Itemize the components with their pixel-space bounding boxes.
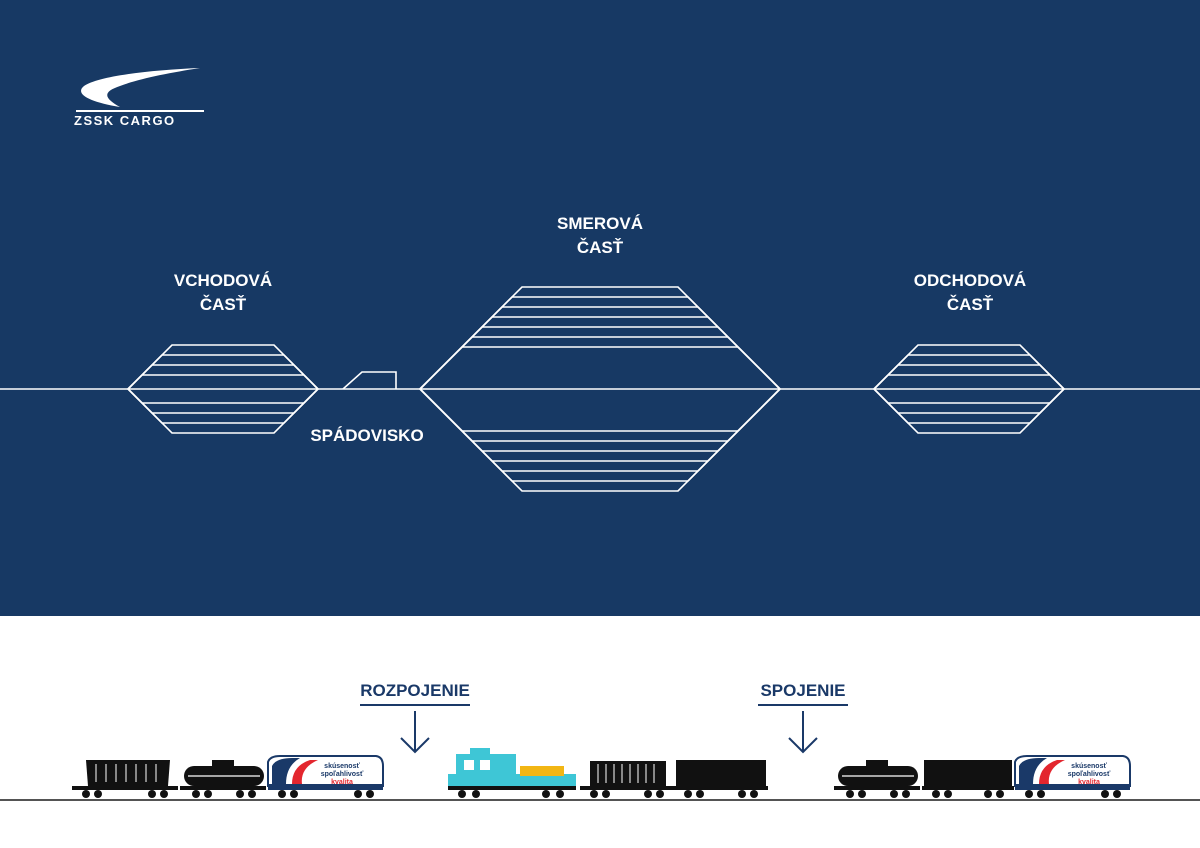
down-arrow-icon [788, 711, 818, 754]
exit-yard-track-loop [872, 374, 1066, 404]
shunting-locomotive-icon [448, 748, 576, 798]
couple-label: SPOJENIE [760, 681, 845, 700]
entry-yard-label-line2: ČASŤ [200, 295, 247, 314]
process-panel: ROZPOJENIE SPOJENIE [0, 616, 1200, 848]
exit-yard-label-line2: ČASŤ [947, 295, 994, 314]
sorting-yard-track-loop [418, 346, 782, 432]
entry-yard-tracks [126, 344, 320, 434]
down-arrow-icon [400, 711, 430, 754]
sorting-yard-tracks [418, 286, 782, 492]
exit-yard-tracks [872, 344, 1066, 434]
loco-lettering-line1: skúsenosť [324, 763, 360, 770]
tank-wagon-icon [180, 760, 266, 798]
boxcar-icon [922, 760, 1014, 798]
zssk-cargo-swoosh-logo [81, 68, 200, 107]
process-diagram: ROZPOJENIE SPOJENIE [0, 681, 1200, 801]
logo-underline [76, 110, 204, 112]
loco-lettering-line2: spoľahlivosť [321, 771, 364, 778]
loco-lettering-line3: kvalita [1078, 779, 1100, 786]
loco-lettering-line2: spoľahlivosť [1068, 771, 1111, 778]
container-wagon-icon [580, 761, 674, 798]
sorting-yard-label-line2: ČASŤ [577, 238, 624, 257]
yard-diagram-panel: ZSSK CARGO VCHODOVÁ ČASŤ SPÁDOVISKO SMER… [0, 0, 1200, 616]
entry-yard-track-loop [126, 374, 320, 404]
hopper-wagon-icon [72, 760, 178, 798]
logo-text: ZSSK CARGO [74, 113, 176, 128]
boxcar-icon [674, 760, 768, 798]
loco-lettering-line3: kvalita [331, 779, 353, 786]
loco-lettering-line1: skúsenosť [1071, 763, 1107, 770]
tank-wagon-icon [834, 760, 920, 798]
hump-label: SPÁDOVISKO [310, 426, 423, 445]
uncouple-label: ROZPOJENIE [360, 681, 470, 700]
exit-yard-label-line1: ODCHODOVÁ [914, 271, 1026, 290]
locomotive-icon: skúsenosť spoľahlivosť kvalita [267, 755, 384, 798]
sorting-yard-label-line1: SMEROVÁ [557, 214, 643, 233]
yard-diagram: ZSSK CARGO VCHODOVÁ ČASŤ SPÁDOVISKO SMER… [0, 68, 1200, 492]
hump-shape [342, 371, 397, 390]
zssk-cargo-logo: ZSSK CARGO [74, 68, 204, 128]
locomotive-icon: skúsenosť spoľahlivosť kvalita [1014, 755, 1131, 798]
entry-yard-label-line1: VCHODOVÁ [174, 271, 272, 290]
